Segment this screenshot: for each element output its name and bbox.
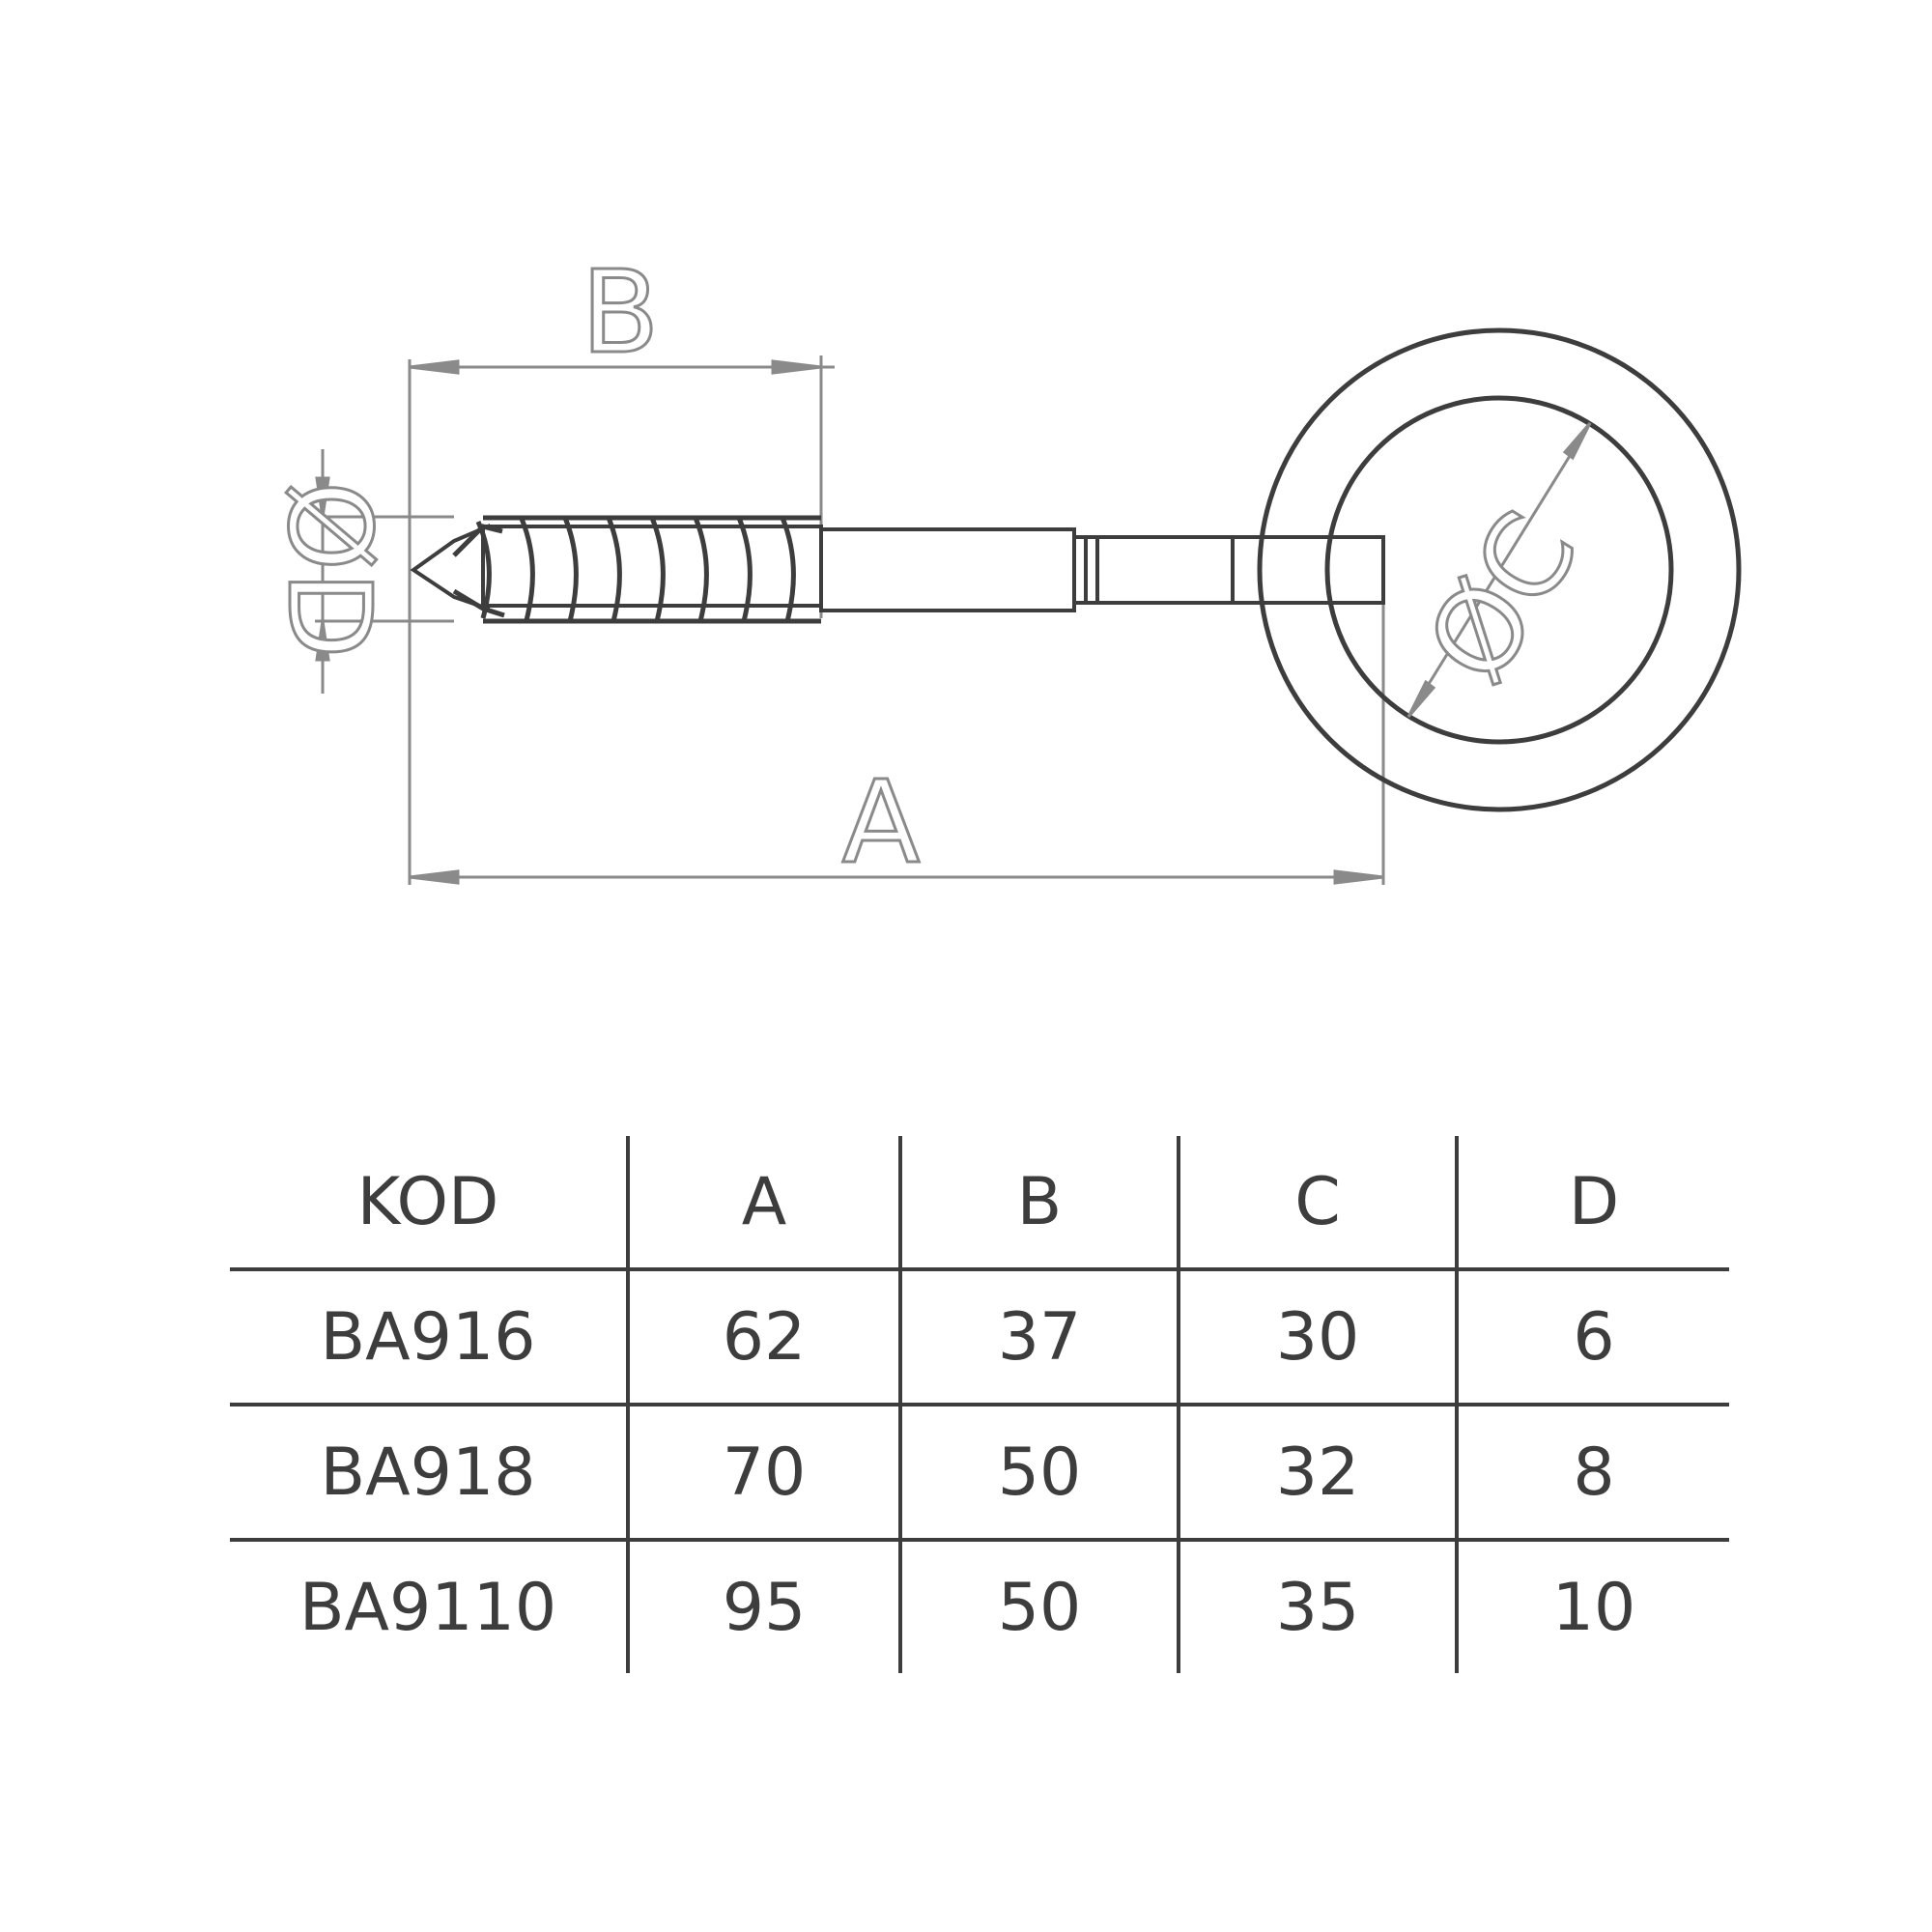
cell-c: 30 — [1177, 1269, 1457, 1406]
table-header-row: KOD A B C D — [230, 1136, 1729, 1271]
screw-body — [410, 515, 1385, 624]
cell-d: 8 — [1455, 1405, 1729, 1542]
dimension-d — [315, 449, 454, 694]
table-row: BA9110 95 50 35 10 — [230, 1540, 1729, 1673]
header-d: D — [1455, 1136, 1729, 1271]
table-row: BA918 70 50 32 8 — [230, 1405, 1729, 1542]
cell-code: BA916 — [230, 1269, 628, 1406]
header-kod: KOD — [230, 1136, 628, 1271]
cell-d: 6 — [1455, 1269, 1729, 1406]
cell-b: 50 — [898, 1540, 1179, 1673]
header-a: A — [626, 1136, 900, 1271]
cell-code: BA918 — [230, 1405, 628, 1542]
dimension-c-label: ØC — [1401, 490, 1604, 704]
cell-a: 95 — [626, 1540, 900, 1673]
dimension-a-label: A — [842, 755, 921, 889]
eye-screw-technical-drawing: A B ØD — [262, 244, 1742, 891]
eye-ring — [1257, 327, 1742, 812]
cell-a: 62 — [626, 1269, 900, 1406]
header-b: B — [898, 1136, 1179, 1271]
dimension-c — [1406, 422, 1592, 718]
dimension-d-label: ØD — [263, 481, 396, 659]
table-row: BA916 62 37 30 6 — [230, 1269, 1729, 1406]
cell-d: 10 — [1455, 1540, 1729, 1673]
cell-c: 32 — [1177, 1405, 1457, 1542]
dimension-b-label: B — [582, 245, 660, 379]
cell-b: 37 — [898, 1269, 1179, 1406]
header-c: C — [1177, 1136, 1457, 1271]
cell-b: 50 — [898, 1405, 1179, 1542]
cell-a: 70 — [626, 1405, 900, 1542]
cell-c: 35 — [1177, 1540, 1457, 1673]
cell-code: BA9110 — [298, 1569, 557, 1646]
dimension-table: KOD A B C D BA916 62 37 30 6 BA918 70 50… — [230, 1136, 1729, 1673]
